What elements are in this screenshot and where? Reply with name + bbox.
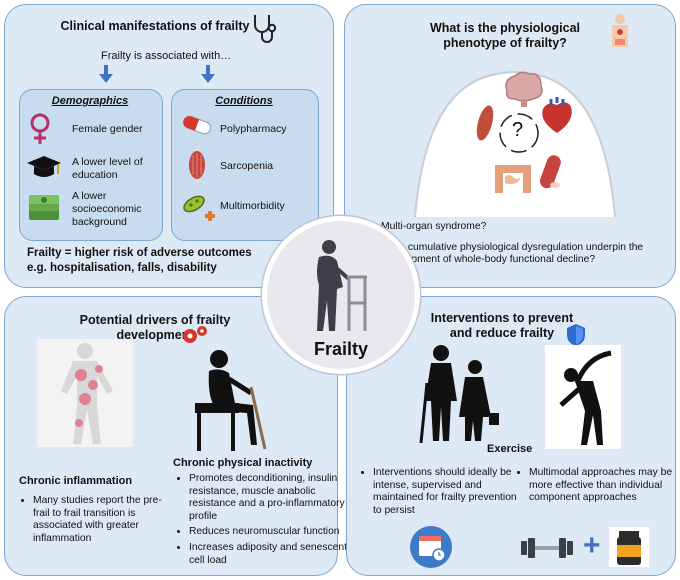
conditions-header: Conditions bbox=[215, 95, 273, 107]
frailty-drivers-panel: Potential drivers of frailty development… bbox=[4, 296, 347, 576]
condition-item: Multimorbidity bbox=[220, 200, 285, 212]
stretching-figure-illustration bbox=[545, 345, 621, 449]
condition-item: Polypharmacy bbox=[220, 123, 287, 135]
stethoscope-icon bbox=[254, 15, 277, 43]
inflamed-body-illustration bbox=[37, 339, 133, 447]
shield-icon bbox=[567, 324, 585, 346]
condition-item: Sarcopenia bbox=[220, 160, 274, 172]
money-stack-icon bbox=[29, 195, 59, 220]
gears-icon bbox=[183, 326, 207, 343]
plus-sign: + bbox=[583, 529, 601, 562]
female-symbol-icon bbox=[30, 113, 50, 144]
muscle-icon bbox=[476, 105, 494, 141]
inactivity-bullets: Promotes deconditioning, insulin resista… bbox=[175, 473, 347, 570]
inactivity-bullet: Reduces neuromuscular function bbox=[189, 526, 347, 539]
demographic-item: Female gender bbox=[72, 123, 143, 135]
frailty-drivers-title: Potential drivers of frailty development bbox=[79, 313, 231, 342]
frailty-label: Frailty bbox=[313, 339, 369, 359]
seated-elderly-silhouette bbox=[195, 350, 267, 451]
phenotype-bullets: Multi-organ syndrome? Does cumulative ph… bbox=[367, 221, 671, 270]
conditions-box: Conditions Polypharmacy Sarcopenia Multi… bbox=[171, 89, 319, 241]
supplement-jar-icon bbox=[609, 527, 649, 567]
intervention-bullet: Interventions should ideally be intense,… bbox=[373, 467, 525, 517]
intervention-bullets-left: Interventions should ideally be intense,… bbox=[359, 467, 525, 520]
cycle-arrows-icon bbox=[499, 113, 539, 153]
calendar-icon bbox=[410, 526, 452, 568]
physiological-phenotype-title: What is the physiological phenotype of f… bbox=[429, 21, 581, 50]
interventions-panel: Interventions to prevent and reduce frai… bbox=[346, 296, 676, 576]
organs-icon bbox=[612, 14, 628, 47]
inflammation-bullet: Many studies report the pre-frail to fra… bbox=[33, 495, 167, 545]
intervention-bullets-right: Multimodal approaches may be more effect… bbox=[515, 467, 679, 508]
inactivity-bullet: Promotes deconditioning, insulin resista… bbox=[189, 473, 347, 523]
adverse-outcomes-examples: e.g. hospitalisation, falls, disability bbox=[27, 262, 217, 274]
demographic-item: A lower level of education bbox=[72, 156, 143, 181]
associated-with-label: Frailty is associated with… bbox=[101, 50, 232, 62]
intestine-icon bbox=[495, 165, 531, 193]
bacteria-icon bbox=[183, 195, 215, 221]
brain-icon bbox=[505, 71, 543, 107]
demographics-box: Demographics Female gender A lower level… bbox=[19, 89, 163, 241]
clinical-manifestations-panel: Clinical manifestations of frailty Frail… bbox=[4, 4, 334, 288]
question-mark: ? bbox=[512, 119, 524, 141]
interventions-title: Interventions to prevent and reduce frai… bbox=[430, 311, 574, 340]
chronic-inflammation-title: Chronic inflammation bbox=[19, 475, 133, 487]
physiological-phenotype-panel: What is the physiological phenotype of f… bbox=[344, 4, 676, 288]
clinical-manifestations-title: Clinical manifestations of frailty bbox=[60, 19, 250, 33]
elderly-couple-silhouette bbox=[419, 345, 499, 443]
arrow-down-icon bbox=[201, 65, 215, 83]
dumbbell-icon bbox=[521, 538, 573, 558]
intervention-bullet: Multimodal approaches may be more effect… bbox=[529, 467, 679, 505]
demographic-item: A lower socioeconomic background bbox=[72, 190, 142, 228]
exercise-label: Exercise bbox=[487, 443, 533, 455]
elderly-walker-silhouette bbox=[317, 240, 367, 331]
inactivity-bullet: Increases adiposity and senescent cell l… bbox=[189, 542, 347, 567]
blood-vessel-icon bbox=[539, 155, 561, 189]
arrow-down-icon bbox=[99, 65, 113, 83]
inflammation-bullets: Many studies report the pre-frail to fra… bbox=[19, 495, 167, 548]
muscle-icon bbox=[189, 146, 205, 184]
phenotype-bullet: Does cumulative physiological dysregulat… bbox=[381, 242, 671, 267]
heart-icon bbox=[542, 97, 572, 133]
adverse-outcomes-line: Frailty = higher risk of adverse outcome… bbox=[27, 247, 252, 259]
chronic-inactivity-title: Chronic physical inactivity bbox=[173, 457, 313, 469]
frailty-center-circle: Frailty bbox=[262, 216, 420, 374]
graduation-cap-icon bbox=[27, 156, 61, 177]
demographics-header: Demographics bbox=[51, 95, 129, 107]
phenotype-bullet: Multi-organ syndrome? bbox=[381, 221, 671, 234]
pill-icon bbox=[182, 115, 212, 135]
